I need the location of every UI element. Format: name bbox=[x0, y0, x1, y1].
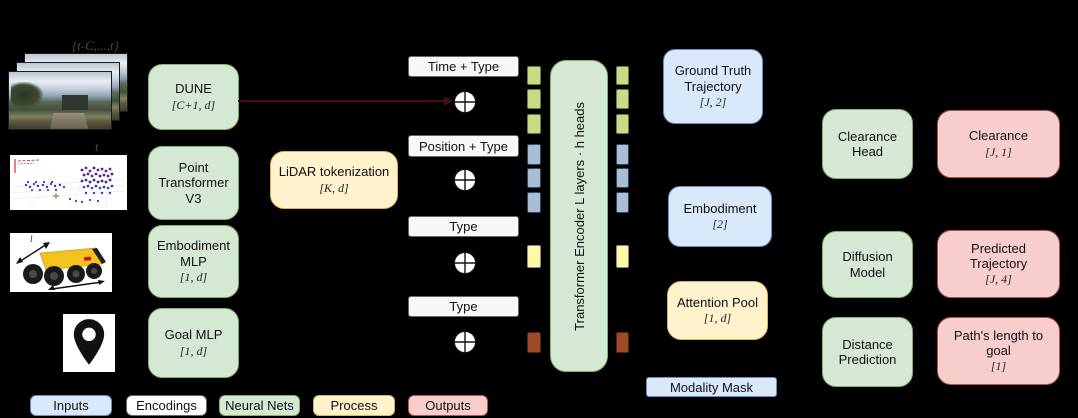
plus-operator-embodiment-icon bbox=[454, 252, 476, 274]
goal-mlp-title: Goal MLP bbox=[164, 327, 223, 343]
attention-pool-dim: [1, d] bbox=[703, 311, 732, 326]
legend-inputs: Inputs bbox=[30, 395, 112, 416]
dune-box: DUNE [C+1, d] bbox=[148, 64, 239, 130]
path-length-title: Path's length to goal bbox=[953, 327, 1044, 358]
time-type-box: Time + Type bbox=[408, 56, 519, 77]
lidar-pointcloud-icon bbox=[10, 155, 127, 210]
position-type-label: Position + Type bbox=[418, 138, 508, 154]
clearance-head-title: Clearance Head bbox=[837, 128, 898, 159]
token-embodiment-left bbox=[527, 245, 541, 268]
building-shape bbox=[62, 94, 89, 110]
embodiment-mlp-box: Embodiment MLP [1, d] bbox=[148, 225, 239, 298]
camera-image-front bbox=[8, 71, 112, 130]
legend-outputs-label: Outputs bbox=[425, 398, 471, 413]
legend-process-label: Process bbox=[330, 398, 378, 413]
robot-icon: l bbox=[10, 233, 112, 292]
clearance-head-box: Clearance Head bbox=[822, 109, 913, 179]
type-embodiment-label: Type bbox=[449, 219, 478, 234]
legend-encodings: Encodings bbox=[126, 395, 207, 416]
token-lidar-right-1 bbox=[616, 144, 629, 165]
lidar-frame-label: t bbox=[95, 139, 99, 154]
lidar-tokenization-dim: [K, d] bbox=[319, 180, 349, 195]
dune-arrowhead-icon bbox=[444, 96, 453, 106]
point-transformer-box: Point Transformer V3 bbox=[148, 146, 239, 220]
distance-prediction-title: Distance Prediction bbox=[838, 336, 897, 367]
ground-truth-trajectory-title: Ground Truth Trajectory bbox=[674, 63, 752, 94]
diffusion-model-title: Diffusion Model bbox=[842, 249, 893, 280]
predicted-trajectory-title: Predicted Trajectory bbox=[969, 240, 1028, 271]
path-length-box: Path's length to goal [1] bbox=[937, 317, 1060, 385]
point-transformer-title: Point Transformer V3 bbox=[158, 160, 229, 206]
type-goal-box: Type bbox=[408, 296, 519, 317]
plus-operator-goal-icon bbox=[454, 331, 476, 353]
attention-pool-title: Attention Pool bbox=[677, 294, 758, 310]
goal-image bbox=[63, 314, 115, 372]
legend-neural-nets-label: Neural Nets bbox=[225, 398, 294, 413]
ground-truth-trajectory-box: Ground Truth Trajectory [J, 2] bbox=[663, 49, 763, 124]
path-shape bbox=[49, 112, 89, 129]
goal-mlp-dim: [1, d] bbox=[179, 343, 208, 358]
legend-inputs-label: Inputs bbox=[53, 398, 89, 413]
distance-prediction-box: Distance Prediction bbox=[822, 317, 913, 387]
token-embodiment-right bbox=[616, 245, 629, 268]
token-camera-left-1 bbox=[527, 66, 541, 85]
robot-image: l bbox=[10, 233, 112, 292]
embodiment-mlp-dim: [1, d] bbox=[179, 269, 208, 284]
attention-pool-box: Attention Pool [1, d] bbox=[667, 281, 768, 340]
embodiment-mlp-title: Embodiment MLP bbox=[157, 238, 230, 269]
embodiment-dim: [2] bbox=[712, 217, 728, 232]
token-camera-right-1 bbox=[616, 66, 629, 85]
diffusion-model-box: Diffusion Model bbox=[822, 231, 913, 298]
token-camera-left-2 bbox=[527, 89, 541, 109]
token-lidar-left-2 bbox=[527, 168, 541, 188]
token-camera-left-3 bbox=[527, 114, 541, 134]
plus-operator-camera-icon bbox=[454, 91, 476, 113]
token-camera-right-3 bbox=[616, 114, 629, 134]
token-goal-right bbox=[616, 332, 629, 353]
modality-mask-label: Modality Mask bbox=[669, 379, 754, 395]
token-camera-right-2 bbox=[616, 89, 629, 109]
type-embodiment-box: Type bbox=[408, 216, 519, 237]
transformer-encoder-box: Transformer Encoder L layers · h heads bbox=[550, 60, 608, 372]
token-lidar-left-3 bbox=[527, 192, 541, 213]
clearance-output-dim: [J, 1] bbox=[985, 144, 1012, 159]
goal-mlp-box: Goal MLP [1, d] bbox=[148, 308, 239, 378]
dune-dim: [C+1, d] bbox=[171, 97, 216, 112]
time-type-label: Time + Type bbox=[427, 59, 500, 74]
transformer-encoder-label: Transformer Encoder L layers · h heads bbox=[571, 101, 587, 331]
legend-process: Process bbox=[313, 395, 395, 416]
dune-title: DUNE bbox=[175, 81, 212, 97]
legend-outputs: Outputs bbox=[408, 395, 488, 416]
token-goal-left bbox=[527, 332, 541, 353]
modality-mask-box: Modality Mask bbox=[646, 377, 777, 397]
plus-operator-lidar-icon bbox=[454, 169, 476, 191]
predicted-trajectory-dim: [J, 4] bbox=[985, 272, 1012, 287]
type-goal-label: Type bbox=[449, 299, 478, 314]
embodiment-box: Embodiment [2] bbox=[668, 186, 772, 247]
trees-shape bbox=[11, 82, 44, 108]
token-lidar-left-1 bbox=[527, 144, 541, 165]
token-lidar-right-2 bbox=[616, 168, 629, 188]
dune-to-plus-arrow bbox=[238, 100, 446, 102]
goal-pin-icon bbox=[63, 314, 115, 372]
clearance-output-title: Clearance bbox=[968, 128, 1029, 144]
legend-encodings-label: Encodings bbox=[136, 398, 197, 413]
lidar-tokenization-box: LiDAR tokenization [K, d] bbox=[270, 151, 398, 209]
legend-neural-nets: Neural Nets bbox=[219, 395, 300, 416]
lidar-pointcloud-image bbox=[10, 155, 127, 210]
path-length-dim: [1] bbox=[990, 359, 1007, 374]
embodiment-title: Embodiment bbox=[683, 200, 757, 216]
lidar-tokenization-title: LiDAR tokenization bbox=[278, 164, 390, 180]
predicted-trajectory-box: Predicted Trajectory [J, 4] bbox=[937, 230, 1060, 298]
camera-frames-label: {t-C,...,t} bbox=[72, 38, 119, 53]
token-lidar-right-3 bbox=[616, 192, 629, 213]
robot-length-label: l bbox=[30, 234, 33, 244]
ground-truth-trajectory-dim: [J, 2] bbox=[699, 94, 727, 109]
clearance-output-box: Clearance [J, 1] bbox=[937, 110, 1060, 178]
position-type-box: Position + Type bbox=[408, 135, 519, 157]
